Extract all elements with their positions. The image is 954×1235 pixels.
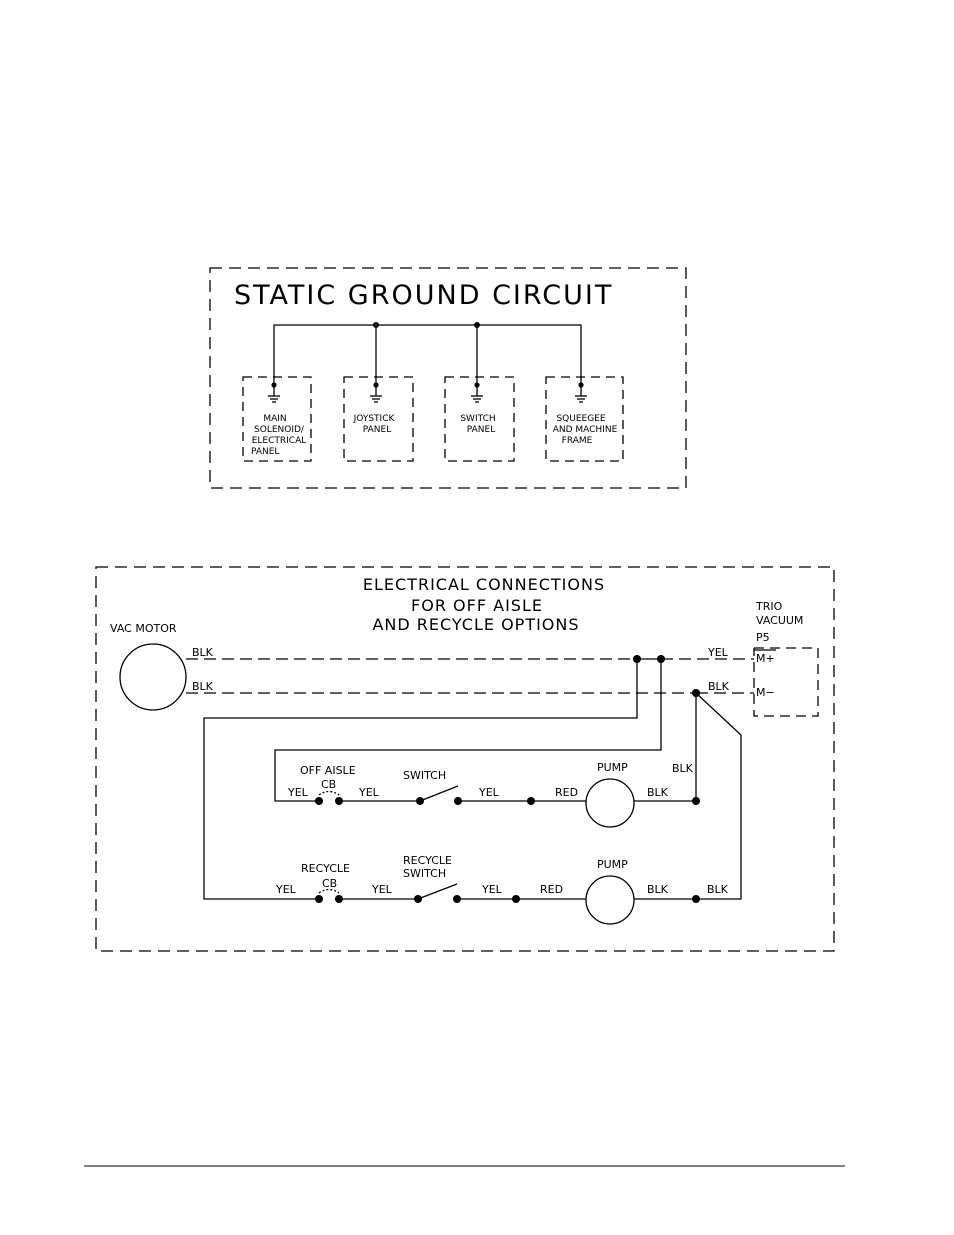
wire-junction	[512, 895, 520, 903]
off-aisle-switch-label: SWITCH	[403, 769, 446, 782]
off-aisle-cb-label: CB	[321, 778, 336, 791]
circuit-breaker-icon	[318, 888, 340, 894]
switch-icon	[417, 883, 458, 900]
wire-label-blk: BLK	[707, 883, 729, 896]
ground-box-label: SOLENOID/	[254, 425, 305, 435]
ground-bus	[273, 324, 582, 384]
trio-vacuum-label: P5	[756, 631, 770, 644]
recycle-cb-label: RECYCLE	[301, 862, 350, 875]
static-ground-frame	[209, 267, 687, 489]
off-aisle-cb-label: OFF AISLE	[300, 764, 356, 777]
trio-vacuum-label: TRIO	[755, 600, 783, 613]
off-aisle-pump-label: PUMP	[597, 761, 628, 774]
recycle-switch-label: SWITCH	[403, 867, 446, 880]
wire-junction	[692, 797, 700, 805]
ground-symbol-icon	[370, 382, 382, 403]
wire-junction	[692, 895, 700, 903]
ground-box-label: PANEL	[363, 425, 391, 435]
static-ground-circuit: STATIC GROUND CIRCUIT	[209, 267, 687, 489]
wire-label-yel: YEL	[371, 883, 393, 896]
ground-box-label: FRAME	[562, 436, 593, 446]
pump-icon	[585, 875, 635, 925]
ground-box-label: SWITCH	[460, 414, 495, 424]
terminal-m-minus: M−	[756, 686, 775, 699]
pump-icon	[585, 778, 635, 828]
ground-bus-junction	[474, 322, 480, 328]
ground-box-label: PANEL	[467, 425, 495, 435]
wire-label-red: RED	[555, 786, 578, 799]
ground-box-label: JOYSTICK	[353, 414, 396, 424]
wire-label-yel: YEL	[287, 786, 309, 799]
cb-terminal	[315, 895, 323, 903]
ground-symbol-icon	[575, 382, 587, 403]
circuit-breaker-icon	[318, 790, 340, 796]
off-aisle-feed-wire	[274, 659, 662, 802]
wire-junction	[527, 797, 535, 805]
wire-label-blk: BLK	[672, 762, 694, 775]
ground-box-label: PANEL	[251, 447, 279, 457]
wire-label-blk: BLK	[647, 883, 669, 896]
electrical-title-line: ELECTRICAL CONNECTIONS	[363, 575, 605, 594]
switch-icon	[419, 785, 459, 802]
wire-label-blk: BLK	[192, 646, 214, 659]
ground-box-squeegee	[545, 376, 624, 462]
electrical-connections: ELECTRICAL CONNECTIONS FOR OFF AISLE AND…	[95, 566, 835, 952]
ground-box-label: ELECTRICAL	[252, 436, 307, 446]
electrical-title-line: AND RECYCLE OPTIONS	[372, 615, 579, 634]
ground-symbol-icon	[471, 382, 483, 403]
electrical-frame	[95, 566, 835, 952]
wire-label-yel: YEL	[707, 646, 729, 659]
vac-motor-label: VAC MOTOR	[110, 622, 177, 635]
cb-terminal	[315, 797, 323, 805]
wire-label-yel: YEL	[481, 883, 503, 896]
wire-label-yel: YEL	[275, 883, 297, 896]
trio-vacuum-label: VACUUM	[756, 614, 803, 627]
vac-motor-icon	[119, 643, 187, 711]
ground-box-joystick	[343, 376, 414, 462]
recycle-cb-label: CB	[322, 877, 337, 890]
static-ground-title: STATIC GROUND CIRCUIT	[234, 280, 613, 311]
wire-label-red: RED	[540, 883, 563, 896]
trio-vacuum-box	[753, 647, 819, 717]
electrical-title-line: FOR OFF AISLE	[411, 596, 543, 615]
recycle-return-wire	[695, 692, 742, 900]
ground-box-label: AND MACHINE	[553, 425, 618, 435]
recycle-switch-label: RECYCLE	[403, 854, 452, 867]
recycle-pump-label: PUMP	[597, 858, 628, 871]
ground-box-main-solenoid	[242, 376, 312, 462]
wire-label-yel: YEL	[358, 786, 380, 799]
terminal-m-plus: M+	[756, 652, 775, 665]
wire-label-yel: YEL	[478, 786, 500, 799]
ground-box-label: MAIN	[263, 414, 286, 424]
ground-box-switch-panel	[444, 376, 515, 462]
wire-label-blk: BLK	[708, 680, 730, 693]
ground-bus-junction	[373, 322, 379, 328]
wire-label-blk: BLK	[192, 680, 214, 693]
ground-box-label: SQUEEGEE	[556, 414, 605, 424]
recycle-feed-wire	[203, 659, 638, 900]
ground-symbol-icon	[268, 382, 280, 403]
wire-label-blk: BLK	[647, 786, 669, 799]
